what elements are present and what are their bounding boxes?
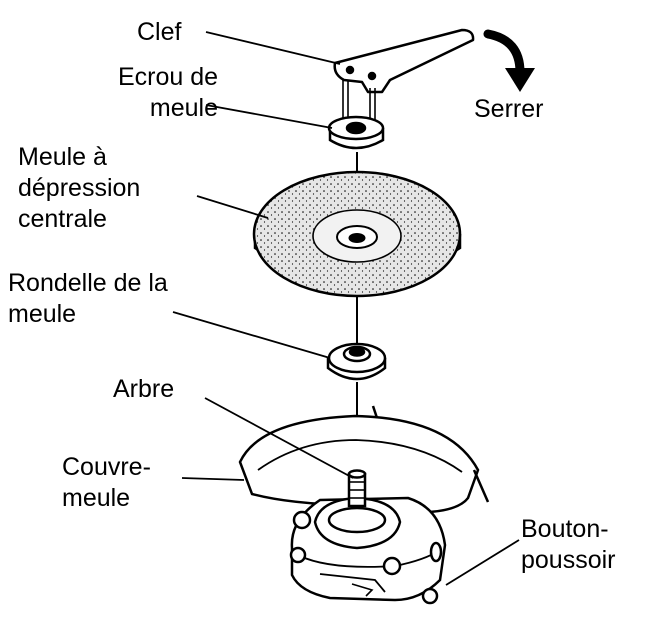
label-couvre-meule: Couvre- meule — [62, 452, 151, 514]
label-clef: Clef — [137, 17, 181, 48]
label-ecrou: Ecrou de meule — [78, 62, 218, 124]
label-clef-text: Clef — [137, 18, 182, 46]
label-bouton-line-1: Bouton- — [521, 515, 609, 543]
label-rondelle: Rondelle de la meule — [8, 268, 168, 330]
label-couvre-line-1: Couvre- — [62, 453, 151, 481]
label-serrer-text: Serrer — [474, 95, 544, 123]
label-bouton-line-2: poussoir — [521, 546, 616, 574]
label-ecrou-line-2: meule — [149, 94, 218, 122]
wrench — [333, 28, 475, 94]
label-serrer: Serrer — [474, 94, 543, 125]
label-couvre-line-2: meule — [62, 484, 131, 512]
grinding-wheel — [252, 170, 462, 298]
label-arbre: Arbre — [113, 374, 174, 405]
grinding-nut — [327, 115, 385, 150]
label-meule-line-2: dépression — [18, 174, 141, 202]
leader-lines — [172, 31, 520, 586]
label-meule-depression: Meule à dépression centrale — [18, 142, 140, 235]
tighten-arrow-icon — [483, 29, 535, 92]
label-bouton-poussoir: Bouton- poussoir — [521, 514, 616, 576]
wheel-washer — [326, 342, 387, 381]
grinder-body — [289, 469, 447, 605]
label-rondelle-line-1: Rondelle de la — [8, 269, 168, 297]
label-meule-line-1: Meule à — [18, 143, 107, 171]
label-meule-line-3: centrale — [18, 205, 107, 233]
label-arbre-text: Arbre — [113, 375, 175, 403]
label-rondelle-line-2: meule — [8, 300, 77, 328]
label-ecrou-line-1: Ecrou de — [117, 63, 218, 91]
